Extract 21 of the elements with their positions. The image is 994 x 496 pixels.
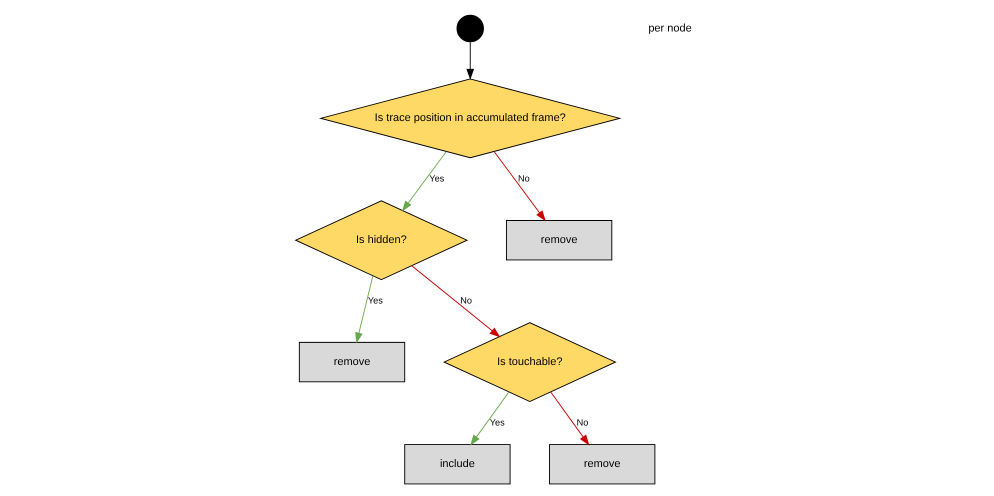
arrow: [470, 392, 509, 446]
node-diamond: Is trace position in accumulated frame?: [318, 78, 622, 158]
arrow: [401, 151, 446, 212]
node-box: remove: [548, 444, 655, 484]
label: per node: [648, 22, 692, 34]
edge-label: No: [460, 295, 472, 306]
node-box: include: [404, 444, 510, 484]
edge-label: No: [517, 174, 530, 184]
edge-label: Yes: [428, 174, 444, 184]
arrow: [466, 42, 474, 80]
edge-label: Yes: [367, 295, 382, 306]
arrow: [493, 151, 546, 222]
node-circle: [456, 14, 484, 42]
arrow: [550, 392, 589, 446]
arrow: [354, 275, 373, 344]
node-box: remove: [298, 342, 405, 382]
node-box: remove: [505, 220, 612, 260]
arrow: [410, 265, 500, 338]
node-diamond: Is touchable?: [442, 322, 616, 402]
edge-label: No: [576, 417, 588, 428]
edge-label: Yes: [489, 417, 504, 428]
